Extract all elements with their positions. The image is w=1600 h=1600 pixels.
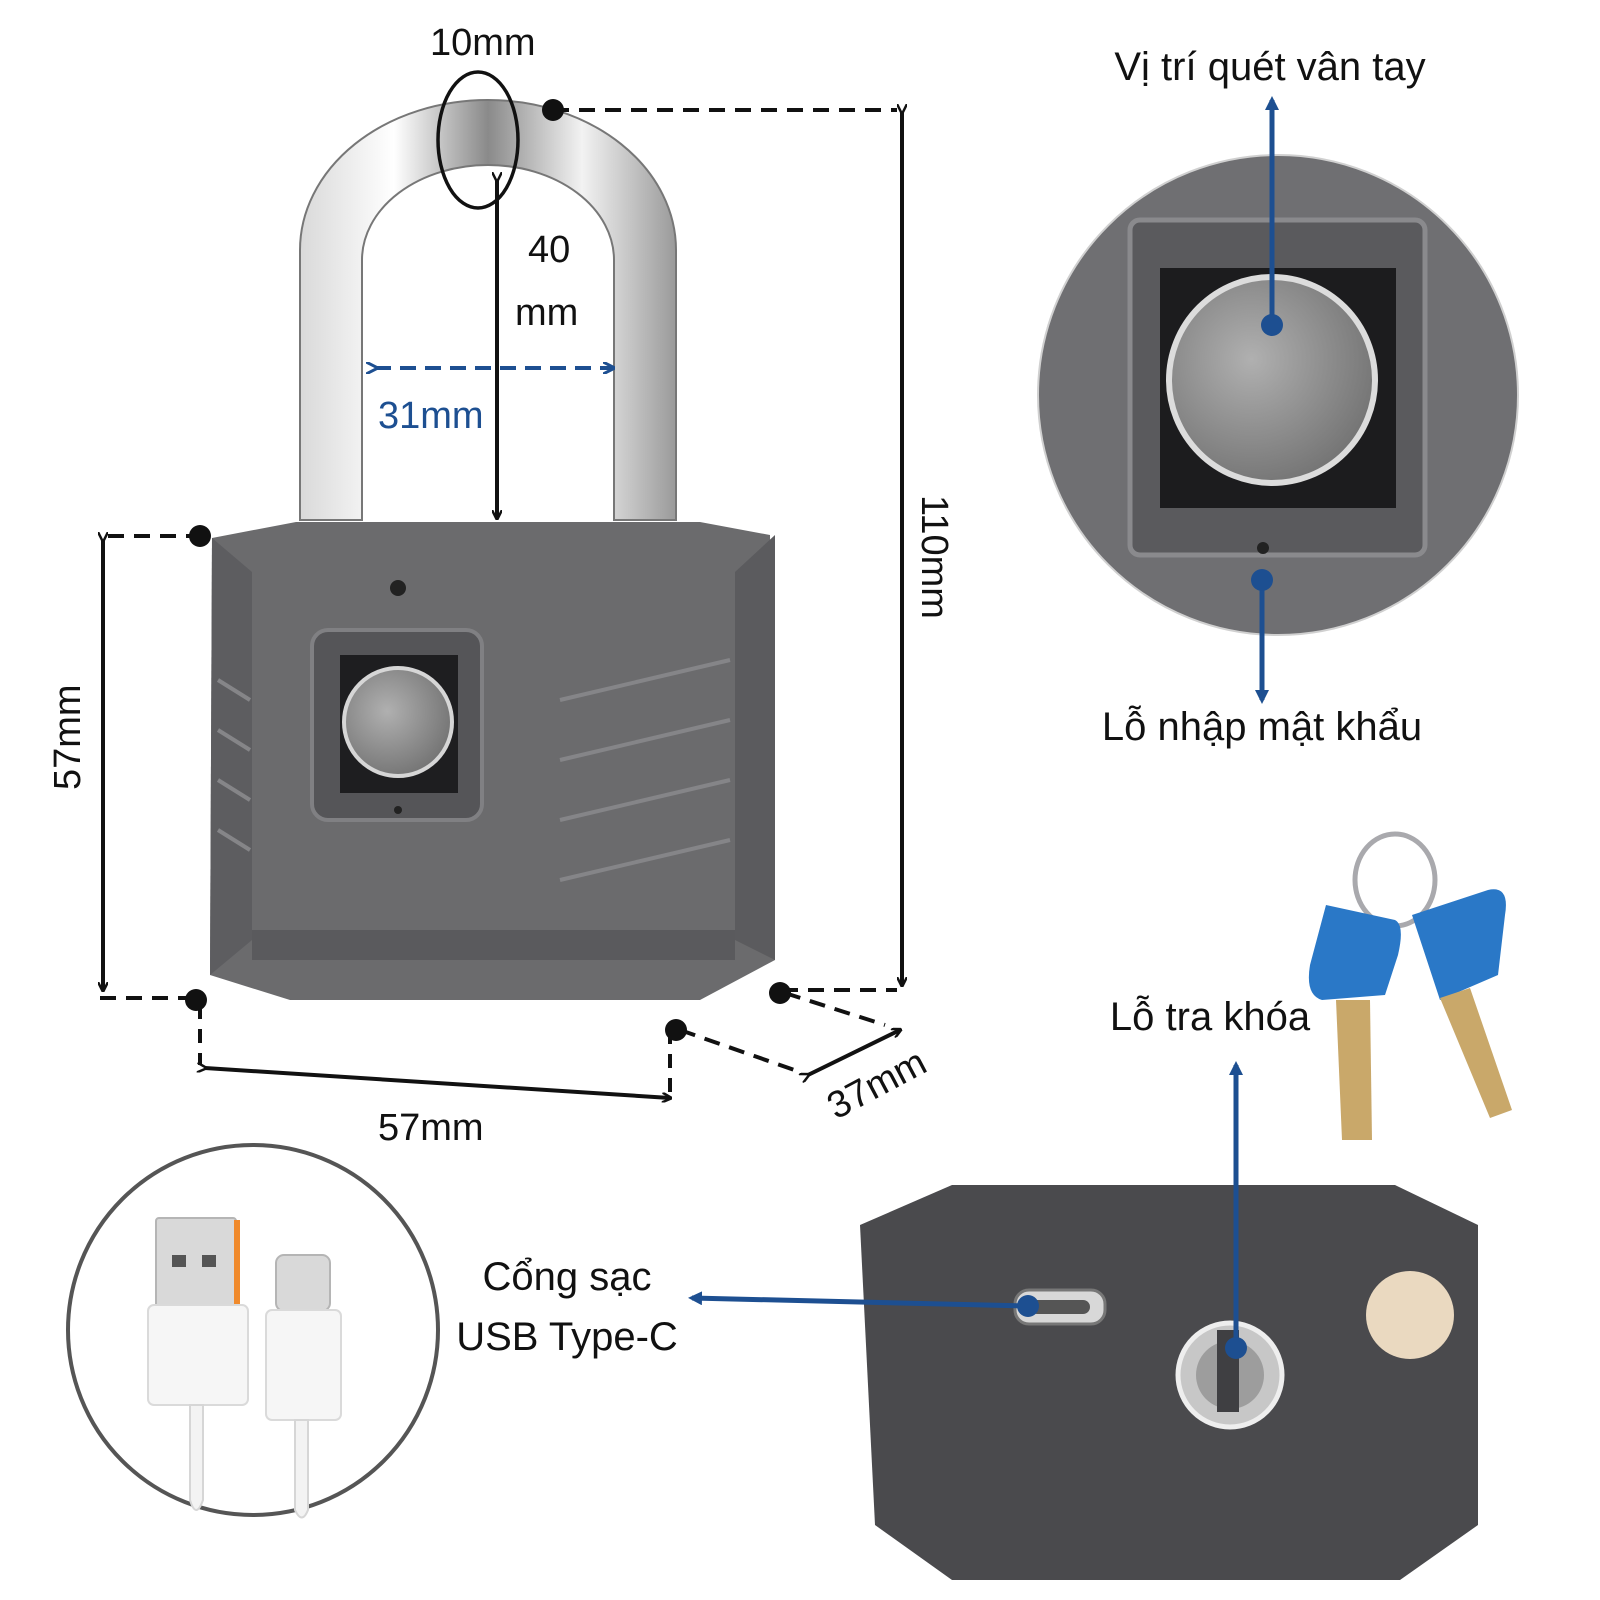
shackle-height-unit: mm: [515, 292, 578, 334]
fingerprint-closeup: [1037, 154, 1519, 636]
key-hole-label: Lỗ tra khóa: [1110, 994, 1311, 1039]
shackle-inner-width-label: 31mm: [378, 395, 484, 437]
charging-port-label-line2: USB Type-C: [456, 1315, 678, 1359]
fingerprint-callout-arrows: [1255, 96, 1279, 704]
padlock-main: [210, 99, 775, 1000]
password-hole-label: Lỗ nhập mật khẩu: [1102, 704, 1422, 749]
body-height-label: 57mm: [47, 684, 89, 790]
shackle-height-value: 40: [528, 229, 570, 271]
dimension-dots: [185, 99, 791, 1041]
shackle-diameter-marker: [436, 70, 520, 210]
body-grooves: [216, 658, 731, 882]
bottom-callout-arrows: [688, 1061, 1243, 1348]
dimension-lines: [100, 70, 902, 1098]
body-width-label: 57mm: [378, 1107, 484, 1149]
shackle-diameter-label: 10mm: [430, 22, 536, 64]
keys-image: [1308, 831, 1512, 1140]
total-height-label: 110mm: [913, 495, 955, 619]
fingerprint-position-label: Vị trí quét vân tay: [1114, 45, 1425, 89]
fingerprint-button: [342, 666, 454, 778]
padlock-bottom-view: [860, 1185, 1478, 1580]
body-depth-label: 37mm: [821, 1041, 934, 1128]
charging-port-label-line1: Cổng sạc: [483, 1255, 652, 1299]
usb-cable-image: [66, 1143, 440, 1519]
padlock-body: [210, 522, 775, 1000]
padlock-shackle: [299, 99, 677, 521]
